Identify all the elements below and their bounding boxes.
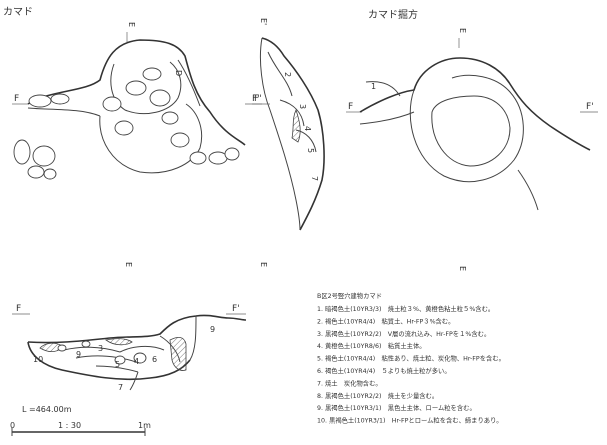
plan1-f-marker: F (14, 94, 19, 104)
fsec-layer-5: 5 (115, 360, 120, 369)
esec-layer-5: 5 (306, 148, 315, 153)
legend-item-text: 9. 黒褐色土(10YR3/1) 黒色土主体、ローム粒を含む。 (317, 403, 476, 412)
kamado-horikata-title: カマド掘方 (368, 8, 418, 21)
e-section: E' F' 2 3 4 5 7 E (252, 18, 325, 267)
legend-item: 6. 褐色土(10YR4/4) ５よりも焼土粒が多い。 (317, 366, 451, 375)
legend-item: 7. 焼土 炭化物含む。 (317, 378, 382, 387)
esec-layer-2: 2 (283, 72, 292, 77)
esec-e-prime-marker: E' (259, 18, 268, 25)
plan1-e-marker-bottom: E (124, 262, 133, 267)
fsec-layer-10: 10 (33, 355, 43, 364)
f-section: F F' 10 9 3 5 4 6 7 9 (12, 304, 247, 392)
plan2-e-marker-top: E (458, 28, 467, 33)
fsec-layer-6: 6 (152, 355, 157, 364)
legend-item: 9. 黒褐色土(10YR3/1) 黒色土主体、ローム粒を含む。 (317, 403, 476, 412)
fsec-layer-9-left: 9 (76, 350, 81, 359)
esec-e-marker-bottom: E (259, 262, 268, 267)
fsec-f-prime-marker: F' (232, 304, 240, 314)
legend-item-text: 4. 黄橙色土(10YR8/6) 粘質土主体。 (317, 341, 426, 350)
esec-f-prime-marker: F' (254, 94, 262, 104)
legend-item-text: 5. 褐色土(10YR4/4) 粘性あり、焼土粒、炭化物、Hr-FPを含む。 (317, 354, 505, 363)
legend-item-text: 6. 褐色土(10YR4/4) ５よりも焼土粒が多い。 (317, 366, 451, 375)
legend-item: 10. 黒褐色土(10YR3/1) Hr-FPとローム粒を含む、締まりあり。 (317, 416, 503, 425)
fsec-layer-4: 4 (134, 357, 139, 366)
esec-layer-4: 4 (303, 126, 312, 131)
kamado-plan: E F F' D E (12, 22, 262, 267)
legend-item-text: 8. 黒褐色土(10YR2/2) 焼土を少量含む。 (317, 391, 438, 400)
scale-bar: L =464.00m 0 1 : 30 1m (10, 405, 151, 436)
plan1-letter-d: D (174, 70, 183, 76)
legend-item: 4. 黄橙色土(10YR8/6) 粘質土主体。 (317, 341, 426, 350)
esec-layer-7: 7 (310, 176, 319, 181)
plan1-f-prime-marker: F' (252, 94, 260, 104)
plan2-f-prime-marker: F' (586, 102, 594, 112)
fsec-layer-7: 7 (118, 383, 123, 392)
legend-item-text: 3. 黒褐色土(10YR2/2) V層の流れ込み、Hr-FPを１%含む。 (317, 329, 490, 338)
legend-item: 3. 黒褐色土(10YR2/2) V層の流れ込み、Hr-FPを１%含む。 (317, 329, 490, 338)
legend-heading: B区2号竪穴建物カマド (317, 291, 382, 300)
scale-zero: 0 (10, 421, 15, 430)
legend-item: 1. 暗褐色土(10YR3/3) 焼土粒３%、黄橙色粘土粒５%含む。 (317, 304, 494, 313)
plan2-layer-1: 1 (371, 82, 376, 91)
fsec-f-marker: F (16, 304, 21, 314)
legend-item: 2. 褐色土(10YR4/4) 粘質土、Hr-FP３%含む。 (317, 316, 454, 325)
scale-one-m: 1m (138, 421, 151, 430)
kamado-title: カマド (3, 6, 33, 18)
legend-item: 5. 褐色土(10YR4/4) 粘性あり、焼土粒、炭化物、Hr-FPを含む。 (317, 354, 505, 363)
scale-ratio: 1 : 30 (58, 421, 81, 430)
elevation-label: L =464.00m (22, 405, 72, 414)
legend-item-text: 2. 褐色土(10YR4/4) 粘質土、Hr-FP３%含む。 (317, 316, 454, 325)
fsec-layer-9-right: 9 (210, 325, 215, 334)
legend-item-text: 1. 暗褐色土(10YR3/3) 焼土粒３%、黄橙色粘土粒５%含む。 (317, 304, 494, 313)
legend-item-text: 7. 焼土 炭化物含む。 (317, 378, 382, 387)
legend-item: 8. 黒褐色土(10YR2/2) 焼土を少量含む。 (317, 391, 438, 400)
plan2-e-marker-bottom: E (458, 266, 467, 271)
fsec-layer-3: 3 (98, 344, 103, 353)
layer-legend: B区2号竪穴建物カマド 1. 暗褐色土(10YR3/3) 焼土粒３%、黄橙色粘土… (317, 291, 505, 425)
plan2-f-marker: F (348, 102, 353, 112)
esec-layer-3: 3 (298, 104, 307, 109)
plan1-e-marker-top: E (127, 22, 136, 27)
horikata-plan: E F F' 1 E (346, 28, 598, 271)
legend-item-text: 10. 黒褐色土(10YR3/1) Hr-FPとローム粒を含む、締まりあり。 (317, 416, 503, 425)
